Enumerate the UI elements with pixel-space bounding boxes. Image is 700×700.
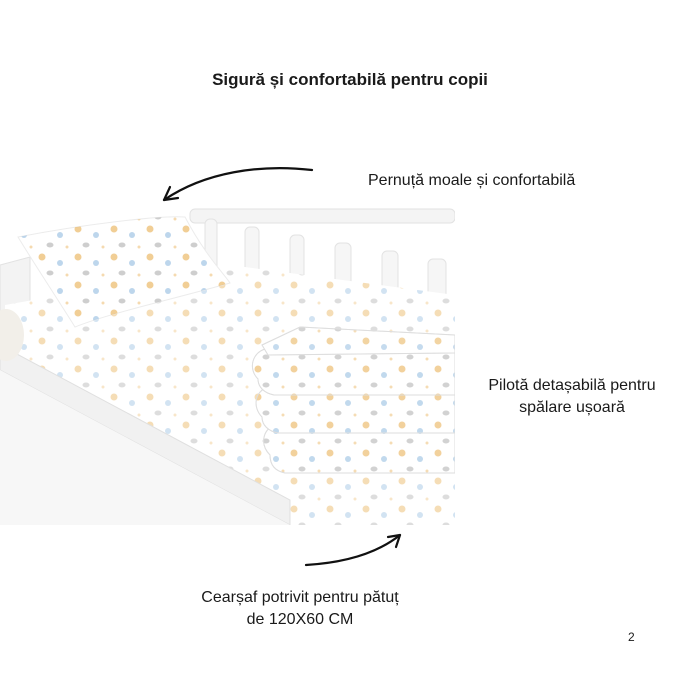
caption-quilt-line-2: spălare ușoară [519,399,625,416]
page-number: 2 [628,630,635,644]
curved-arrow-icon [304,533,402,567]
curved-arrow-icon [162,167,314,202]
page-title: Sigură și confortabilă pentru copii [212,70,488,89]
caption-sheet-line-1: Cearșaf potrivit pentru pătuț [201,589,399,606]
caption-quilt: Pilotă detașabilă pentru spălare ușoară [462,375,682,419]
caption-sheet-line-2: de 120X60 CM [246,611,354,628]
caption-pillow: Pernuță moale și confortabilă [368,172,576,189]
product-photo [0,208,455,525]
caption-sheet: Cearșaf potrivit pentru pătuț de 120X60 … [160,587,440,631]
caption-quilt-line-1: Pilotă detașabilă pentru [488,377,656,394]
